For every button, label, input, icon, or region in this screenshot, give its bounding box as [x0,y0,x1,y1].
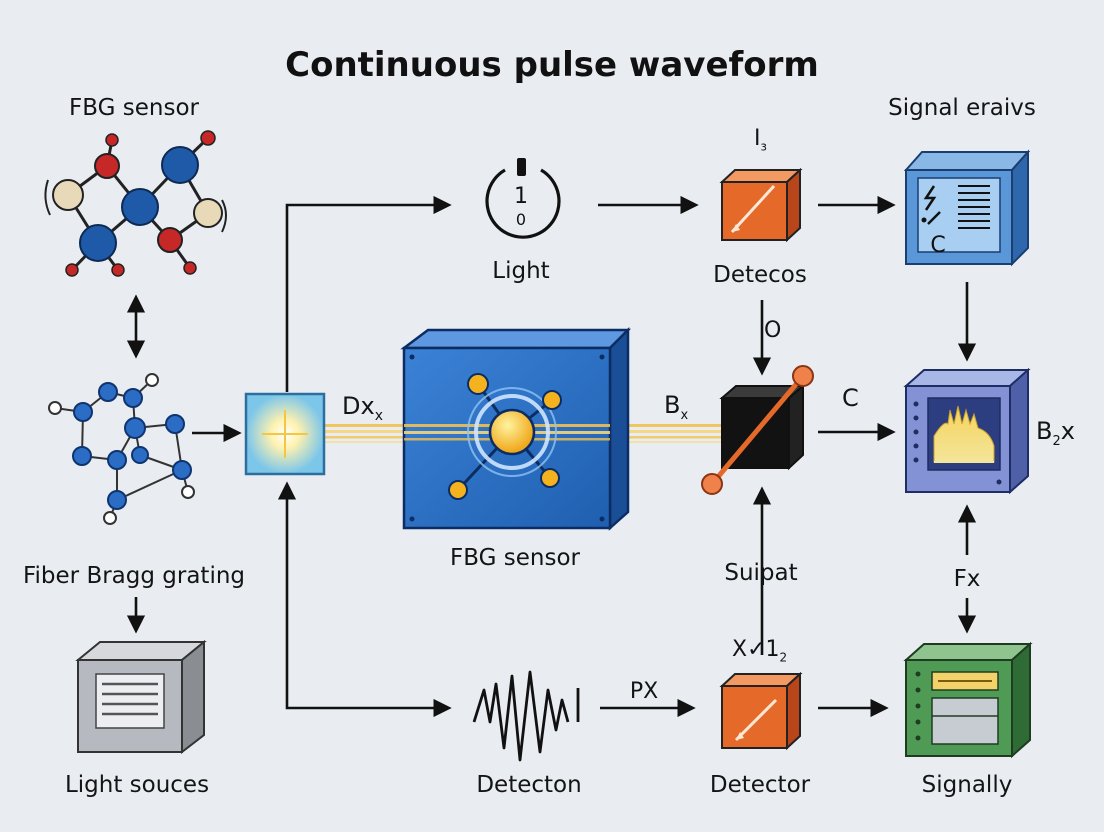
label-detecos: Detecos [713,262,807,288]
label-fx: Fx [953,566,981,592]
light-switch-icon: 1 0 [485,158,561,239]
label-dx-sub: x [374,407,383,424]
label-fiber-bragg-grating: Fiber Bragg grating [22,563,246,589]
label-x-mark-sub: 2 [779,650,788,665]
label-fbg-sensor-top: FBG sensor [69,95,199,121]
label-detector-top-mark-sub: з [760,139,767,154]
diagram-title: Continuous pulse waveform [285,45,819,85]
label-b2x-sub: 2 [1052,433,1061,449]
label-light: Light [492,258,550,284]
label-detector-top-mark: Iз [754,126,767,153]
light-switch-bottom-digit: 0 [516,210,526,229]
light-source-box-icon [75,639,207,755]
label-fbg-sensor-center: FBG sensor [450,545,580,571]
label-light-sources: Light souces [64,772,210,798]
detector-cube-icon [719,167,803,243]
fbg-sensor-cube-icon [400,326,632,531]
fiber-network-icon [48,373,195,525]
arrow-coupler-light [285,195,452,392]
waveform-icon [472,670,580,762]
label-b2x-tail: x [1060,417,1075,445]
detector-cube-icon-bottom [719,671,803,751]
connectors [126,195,977,718]
label-signally: Signally [921,772,1013,798]
light-switch-top-digit: 1 [514,184,528,209]
label-bx-sub: x [680,407,689,423]
label-bx-main: B [664,391,681,419]
label-bx: Bx [664,391,688,423]
label-detecton: Detecton [476,772,582,798]
spectrum-monitor-icon [903,367,1031,495]
label-dx-main: Dx [342,392,375,420]
label-x-mark-main: X✓1 [732,637,780,662]
label-detector-bottom: Detector [709,772,811,798]
beam-splitter-icon [701,365,814,495]
label-c-mark: C [842,384,859,412]
arrow-coupler-waveform [277,481,452,718]
signal-receiver-letter: C [930,233,945,258]
label-dx: Dxx [342,392,383,424]
label-x-mark: X✓12 [732,637,787,664]
molecule-icon [44,130,227,277]
label-o-mark: O [764,318,782,343]
signal-output-box-icon [903,641,1033,759]
label-px: PX [629,679,659,704]
label-detector-top-mark-main: I [754,126,761,151]
label-supat: Suipat [724,560,798,586]
label-signal-top: Signal eraivs [888,95,1036,121]
label-b2x-main: B [1036,417,1053,445]
coupler-icon [244,392,326,476]
label-b2x: B2x [1036,417,1075,449]
signal-receiver-icon: C [903,149,1031,267]
